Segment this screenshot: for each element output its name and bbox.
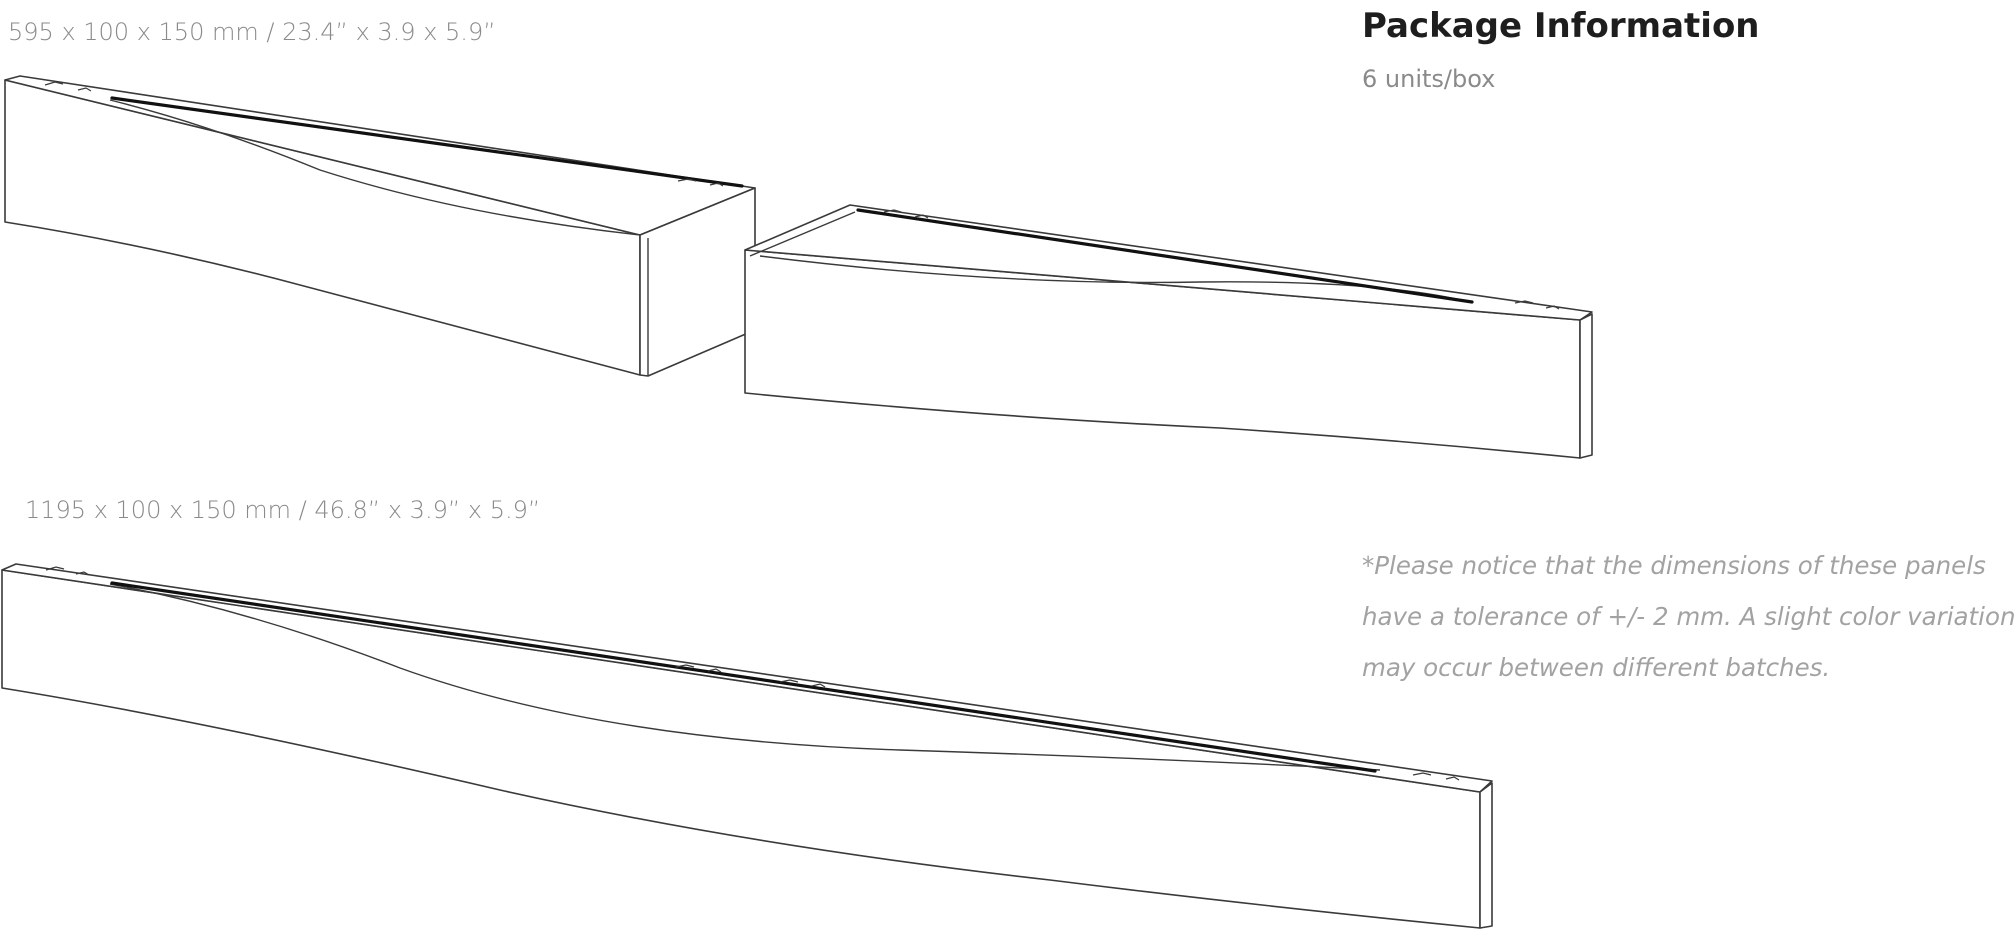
package-information-heading: Package Information [1362,6,1760,46]
notice-line: *Please notice that the dimensions of th… [1362,551,1986,580]
small-panel-dimensions: 595 x 100 x 150 mm / 23.4” x 3.9 x 5.9” [8,18,496,46]
large-panel-dimensions: 1195 x 100 x 150 mm / 46.8” x 3.9” x 5.9… [25,496,541,524]
large-panel-drawing [1,563,1493,929]
notice-line: have a tolerance of +/- 2 mm. A slight c… [1362,602,2015,631]
notice-line: may occur between different batches. [1362,653,1831,682]
small-panel-right-drawing [744,204,1593,459]
tolerance-notice: *Please notice that the dimensions of th… [1362,540,2015,693]
small-panel-left-drawing [4,75,756,377]
package-units: 6 units/box [1362,65,1496,93]
